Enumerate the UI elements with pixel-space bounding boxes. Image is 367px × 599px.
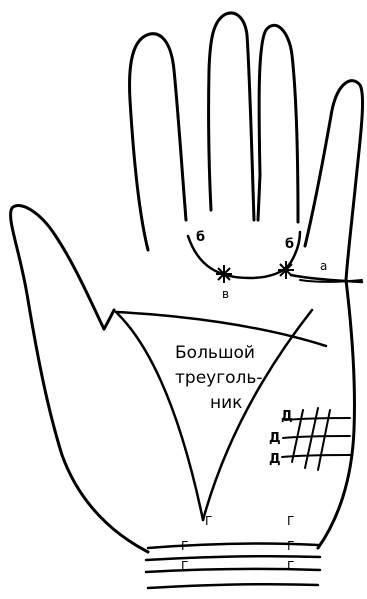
label-d-2: Д bbox=[269, 431, 281, 446]
wrist-line-4 bbox=[148, 584, 318, 588]
label-g-2: Г bbox=[287, 514, 294, 528]
d-line-1 bbox=[285, 418, 350, 420]
triangle-label-line-2: треуголь- bbox=[175, 368, 263, 388]
label-a: а bbox=[320, 259, 327, 273]
triangle-right-side bbox=[203, 310, 312, 520]
label-d-3: Д bbox=[269, 452, 281, 467]
star-mark-v bbox=[216, 265, 232, 283]
label-g-5: Г bbox=[181, 559, 188, 573]
little-finger-outline bbox=[305, 81, 363, 280]
d-hatch-2 bbox=[305, 408, 318, 468]
hand-outline-thumb bbox=[11, 206, 148, 552]
star-mark-right bbox=[278, 261, 294, 279]
label-g-3: Г bbox=[181, 539, 188, 553]
label-v: в bbox=[222, 287, 229, 301]
label-b-right: б bbox=[285, 237, 294, 252]
triangle-label-line-1: Большой bbox=[175, 343, 255, 363]
label-b-left: б bbox=[196, 230, 205, 245]
thumb-web-outline bbox=[104, 310, 114, 329]
label-g-6: Г bbox=[287, 559, 294, 573]
middle-finger-outline bbox=[209, 13, 254, 220]
hand-outline-outer bbox=[318, 280, 355, 548]
ring-finger-outline bbox=[258, 25, 298, 222]
d-line-2 bbox=[283, 436, 350, 438]
label-d-1: Д bbox=[281, 409, 293, 424]
triangle-label-line-3: ник bbox=[210, 393, 242, 413]
label-g-1: Г bbox=[205, 514, 212, 528]
index-finger-outline bbox=[130, 34, 186, 250]
head-line bbox=[116, 312, 326, 346]
label-g-4: Г bbox=[287, 539, 294, 553]
